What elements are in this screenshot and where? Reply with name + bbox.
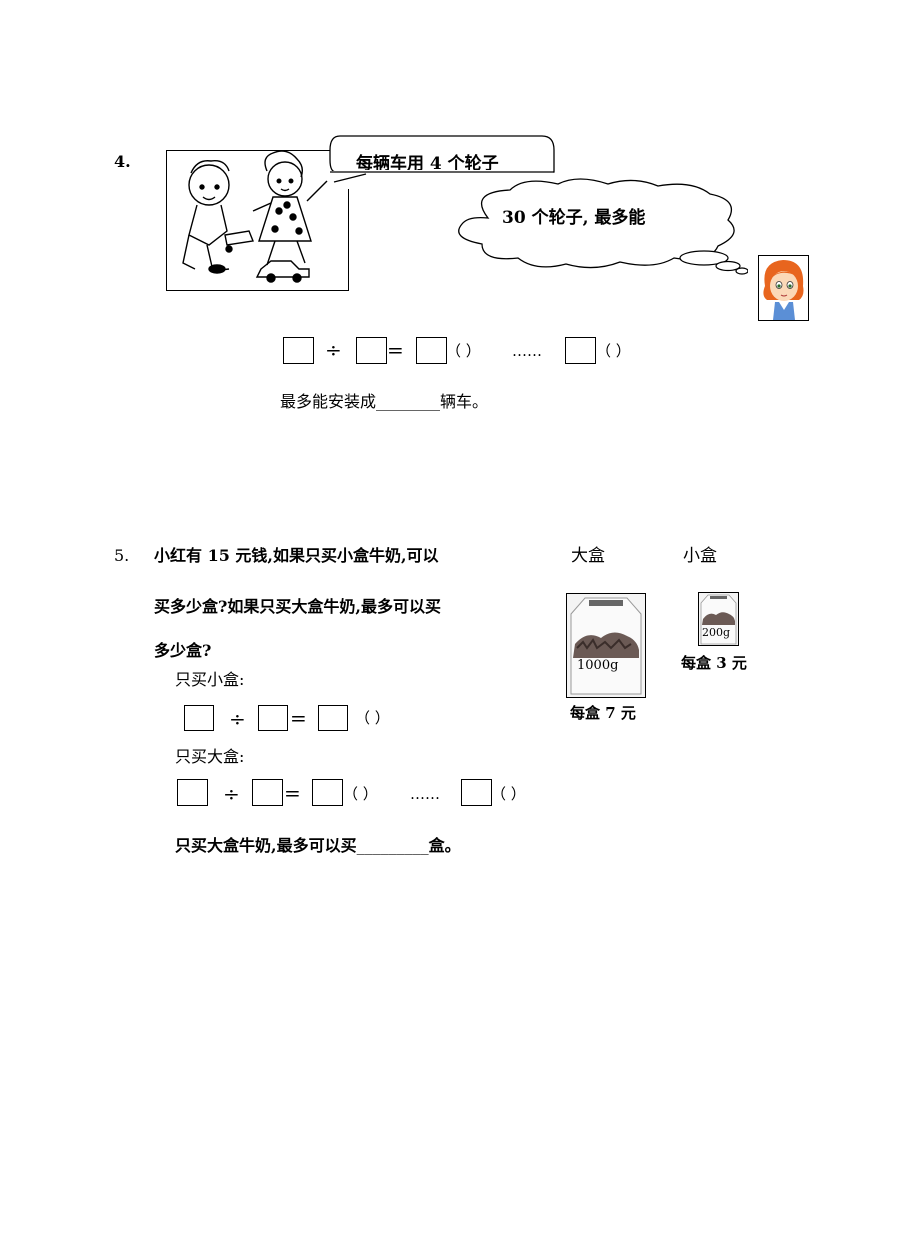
big-box-price: 每盒 7 元 xyxy=(570,704,636,722)
q5-small-quotient-unit: （ ） xyxy=(355,709,390,727)
milk-carton-icon xyxy=(567,594,645,697)
q5-big-remainder-box[interactable] xyxy=(461,779,492,806)
q5-number: 5. xyxy=(114,546,130,565)
q4-number: 4. xyxy=(114,152,131,171)
q4-quotient-unit: （ ） xyxy=(446,342,481,360)
q5-text-line2: 买多少盒?如果只买大盒牛奶,最多可以买 xyxy=(154,597,441,616)
small-box-price: 每盒 3 元 xyxy=(681,654,747,672)
q5-answer-line: 只买大盒牛奶,最多可以买_________盒。 xyxy=(175,836,461,856)
q4-answer-line: 最多能安装成________辆车。 xyxy=(280,392,488,412)
q4-remainder-unit: （ ） xyxy=(596,342,631,360)
q5-big-quotient-box[interactable] xyxy=(312,779,343,806)
children-playing-illustration xyxy=(166,150,349,291)
q5-big-dividend-box[interactable] xyxy=(177,779,208,806)
q5-answer-blank[interactable]: _________ xyxy=(356,836,429,855)
children-cars-drawing xyxy=(182,151,328,283)
q4-answer-blank[interactable]: ________ xyxy=(376,392,441,411)
q5-answer-prefix: 只买大盒牛奶,最多可以买 xyxy=(175,836,357,855)
q5-text-line3: 多少盒? xyxy=(154,641,212,660)
q5-big-label: 只买大盒: xyxy=(175,747,245,766)
small-box-label: 小盒 xyxy=(683,546,717,566)
q4-dividend-box[interactable] xyxy=(283,337,314,364)
small-milk-carton-image: 200g xyxy=(698,592,739,646)
q5-text-line1: 小红有 15 元钱,如果只买小盒牛奶,可以 xyxy=(154,546,439,565)
q5-small-label: 只买小盒: xyxy=(175,670,245,689)
q4-remainder-dots: …… xyxy=(512,342,542,360)
q5-big-remainder-unit: （ ） xyxy=(491,785,526,803)
q5-big-divide-sign: ÷ xyxy=(223,782,240,806)
q5-small-divide-sign: ÷ xyxy=(229,707,246,731)
q5-small-dividend-box[interactable] xyxy=(184,705,214,731)
q4-answer-prefix: 最多能安装成 xyxy=(280,392,377,411)
q5-answer-suffix: 盒。 xyxy=(428,836,461,855)
big-box-label: 大盒 xyxy=(571,546,605,566)
speech-text: 每辆车用 4 个轮子 xyxy=(356,154,499,170)
small-milk-carton-icon xyxy=(699,593,738,645)
q5-big-divisor-box[interactable] xyxy=(252,779,283,806)
big-milk-carton-image: 1000g xyxy=(566,593,646,698)
speech-bubble xyxy=(329,135,555,189)
q4-divide-sign: ÷ xyxy=(325,338,342,362)
thought-text: 30 个轮子, 最多能 xyxy=(502,208,646,228)
q4-remainder-box[interactable] xyxy=(565,337,596,364)
q4-answer-suffix: 辆车。 xyxy=(440,392,489,411)
q5-big-quotient-unit: （ ） xyxy=(343,785,378,803)
q5-small-equals-sign: = xyxy=(290,706,307,730)
q5-small-quotient-box[interactable] xyxy=(318,705,348,731)
thought-cloud xyxy=(458,178,748,275)
girl-face-icon xyxy=(763,260,804,320)
q4-equals-sign: = xyxy=(387,338,404,362)
big-carton-weight: 1000g xyxy=(577,658,619,673)
q5-big-equals-sign: = xyxy=(284,781,301,805)
q5-small-divisor-box[interactable] xyxy=(258,705,288,731)
speech-text-clip: 每辆车用 4 个轮子 xyxy=(356,152,536,170)
q4-quotient-box[interactable] xyxy=(416,337,447,364)
q5-big-remainder-dots: …… xyxy=(410,785,440,803)
small-carton-weight: 200g xyxy=(702,626,731,639)
q4-divisor-box[interactable] xyxy=(356,337,387,364)
girl-avatar xyxy=(758,255,809,321)
